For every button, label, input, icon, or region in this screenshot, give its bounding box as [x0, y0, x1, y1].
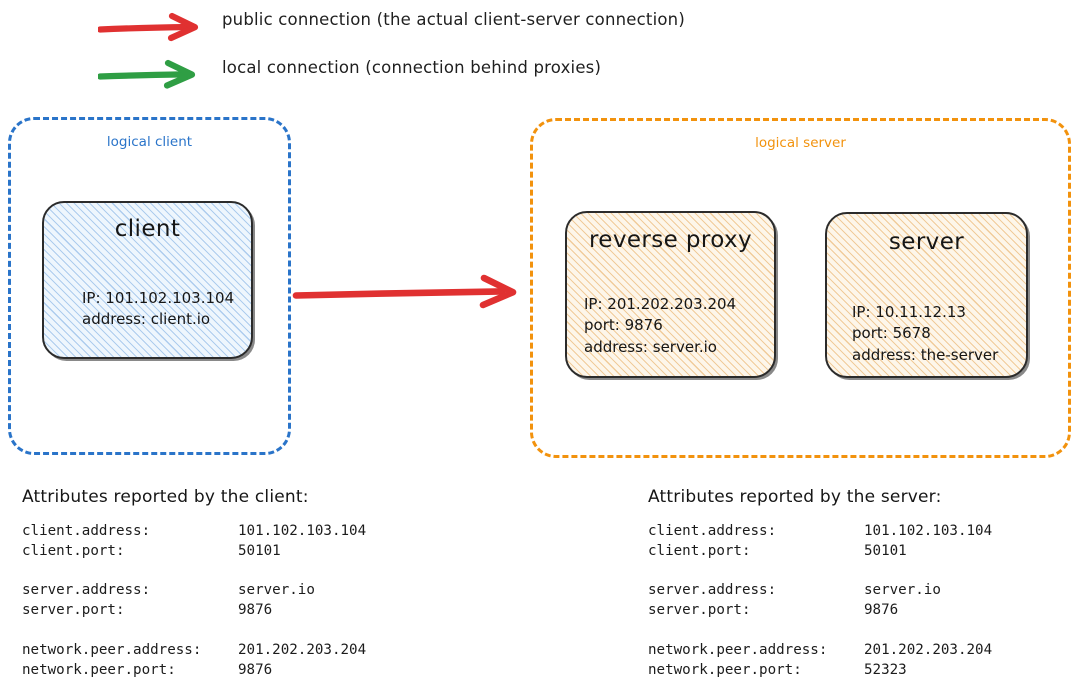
node-reverse-proxy[interactable]: reverse proxy IP: 201.202.203.204 port: …	[565, 211, 776, 378]
green-arrow-icon	[98, 59, 196, 89]
legend-label-local-connection: local connection (connection behind prox…	[222, 58, 602, 77]
server-attributes-heading: Attributes reported by the server:	[648, 487, 942, 507]
attribute-value: 50101	[238, 543, 281, 560]
attribute-key: server.address:	[22, 582, 151, 599]
node-client[interactable]: client IP: 101.102.103.104 address: clie…	[42, 201, 253, 359]
client-attributes-block: Attributes reported by the client: clien…	[22, 487, 366, 680]
attribute-value: 9876	[238, 661, 273, 678]
table-row: server.port: 9876	[648, 600, 992, 620]
attributes-spacer-row	[648, 561, 992, 580]
table-row: server.address: server.io	[22, 580, 366, 600]
attribute-value: 201.202.203.204	[238, 641, 367, 658]
node-server-title: server	[888, 229, 965, 255]
attribute-value: 9876	[238, 602, 273, 619]
node-client-title: client	[114, 216, 181, 242]
node-server-port: port: 5678	[852, 324, 931, 343]
server-attributes-table: client.address: 101.102.103.104 client.por…	[648, 521, 992, 680]
attribute-key: network.peer.port:	[648, 661, 802, 678]
node-server[interactable]: server IP: 10.11.12.13 port: 5678 addres…	[825, 212, 1028, 378]
attributes-spacer-row	[648, 621, 992, 640]
node-client-details: IP: 101.102.103.104 address: client.io	[82, 288, 234, 331]
server-attributes-block: Attributes reported by the server: clien…	[648, 487, 992, 680]
node-reverse-proxy-ip: IP: 201.202.203.204	[584, 295, 737, 313]
logical-server-label: logical server	[755, 135, 846, 151]
table-row: client.port: 50101	[648, 541, 992, 561]
attribute-key: server.address:	[648, 582, 777, 599]
attribute-key: server.port:	[648, 602, 751, 619]
legend: public connection (the actual client-ser…	[0, 0, 1080, 105]
attribute-key: network.peer.port:	[22, 661, 176, 678]
node-server-ip: IP: 10.11.12.13	[852, 303, 966, 321]
attribute-value: 201.202.203.204	[864, 641, 993, 658]
node-reverse-proxy-details: IP: 201.202.203.204 port: 9876 address: …	[584, 294, 736, 358]
legend-label-public-connection: public connection (the actual client-ser…	[222, 10, 685, 29]
node-reverse-proxy-port: port: 9876	[584, 316, 663, 335]
attribute-key: client.port:	[648, 543, 751, 560]
client-attributes-heading: Attributes reported by the client:	[22, 487, 309, 507]
attribute-key: server.port:	[22, 602, 125, 619]
table-row: client.address: 101.102.103.104	[648, 521, 992, 541]
public-connection-arrow	[292, 274, 517, 309]
logical-client-group: logical client	[8, 117, 291, 455]
attribute-value: 101.102.103.104	[864, 523, 993, 539]
node-server-address: address: the-server	[852, 345, 999, 364]
attribute-key: client.address:	[22, 523, 151, 539]
attribute-value: 50101	[864, 543, 907, 560]
logical-client-label: logical client	[106, 134, 193, 150]
attribute-key: network.peer.address:	[648, 641, 828, 658]
legend-item-public-connection: public connection (the actual client-ser…	[0, 8, 1080, 48]
table-row: network.peer.address: 201.202.203.204	[22, 640, 366, 660]
attribute-key: network.peer.address:	[22, 641, 202, 658]
table-row: client.port: 50101	[22, 541, 366, 561]
attributes-spacer-row	[22, 621, 366, 640]
table-row: network.peer.port: 52323	[648, 660, 992, 680]
attribute-value: 52323	[864, 661, 907, 678]
attribute-value: server.io	[238, 582, 315, 599]
client-attributes-table: client.address: 101.102.103.104 client.por…	[22, 521, 366, 680]
red-arrow-icon	[98, 12, 199, 42]
attribute-value: 101.102.103.104	[238, 523, 367, 539]
table-row: server.address: server.io	[648, 580, 992, 600]
table-row: server.port: 9876	[22, 600, 366, 620]
node-server-details: IP: 10.11.12.13 port: 5678 address: the-…	[852, 302, 998, 366]
attribute-key: client.port:	[22, 543, 125, 560]
table-row: network.peer.address: 201.202.203.204	[648, 640, 992, 660]
attribute-value: 9876	[864, 602, 899, 619]
node-client-address: address: client.io	[82, 310, 211, 329]
node-reverse-proxy-address: address: server.io	[584, 337, 717, 356]
table-row: client.address: 101.102.103.104	[22, 521, 366, 541]
table-row: network.peer.port: 9876	[22, 660, 366, 680]
legend-item-local-connection: local connection (connection behind prox…	[0, 56, 1080, 96]
logical-server-group: logical server	[530, 118, 1071, 458]
node-reverse-proxy-title: reverse proxy	[588, 227, 753, 253]
attributes-spacer-row	[22, 561, 366, 580]
attribute-key: client.address:	[648, 523, 777, 539]
node-client-ip: IP: 101.102.103.104	[82, 289, 235, 307]
attribute-value: server.io	[864, 582, 941, 599]
